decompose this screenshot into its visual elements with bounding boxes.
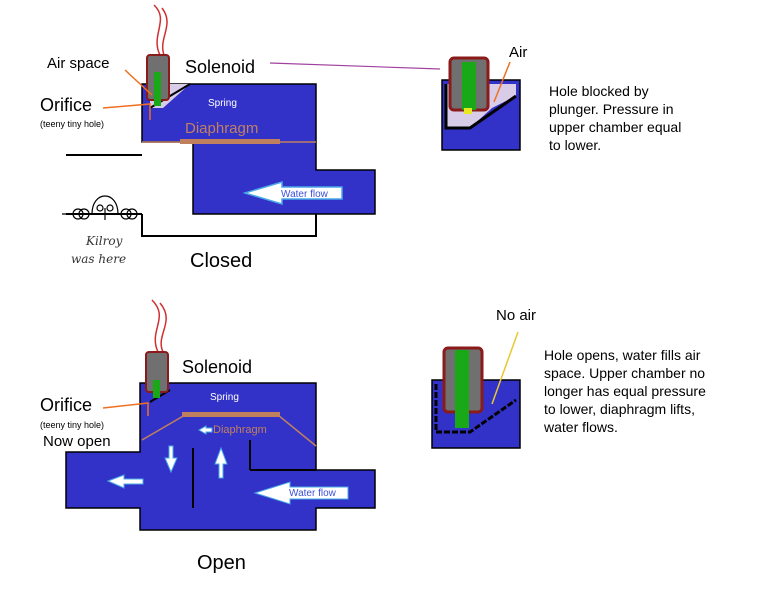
kilroy-text-1: Kilroy bbox=[85, 234, 123, 248]
detail-open-caption-3: longer has equal pressure bbox=[544, 383, 706, 399]
detail-open: No air Hole opens, water fills air space… bbox=[431, 307, 706, 449]
open-valve: Solenoid Orifice (teeny tiny hole) Now o… bbox=[40, 299, 376, 574]
open-diaphragm-label: Diaphragm bbox=[213, 424, 267, 436]
detail-closed: Air Hole blocked by plunger. Pressure in… bbox=[441, 44, 681, 153]
open-orifice-pointer bbox=[102, 402, 149, 416]
closed-valve: Air space Solenoid Orifice (teeny tiny h… bbox=[40, 4, 441, 272]
open-diaphragm-bar bbox=[182, 412, 280, 417]
open-spring-label: Spring bbox=[210, 392, 239, 403]
detail-open-caption-2: space. Upper chamber no bbox=[544, 365, 705, 381]
closed-water-flow-label: Water flow bbox=[281, 189, 329, 200]
detail-open-caption-1: Hole opens, water fills air bbox=[544, 347, 701, 363]
detail-closed-caption-3: upper chamber equal bbox=[549, 119, 681, 135]
closed-outlet-wall bbox=[141, 214, 317, 237]
air-label: Air bbox=[509, 44, 527, 61]
solenoid-detail-pointer bbox=[269, 62, 441, 70]
kilroy-doodle bbox=[62, 195, 140, 220]
detail-closed-caption-1: Hole blocked by bbox=[549, 83, 649, 99]
open-up-arrow-2 bbox=[197, 425, 213, 435]
closed-orifice-pointer bbox=[102, 103, 151, 120]
air-space-pointer bbox=[124, 69, 153, 96]
detail-open-caption-4: to lower, diaphragm lifts, bbox=[544, 401, 695, 417]
open-solenoid-label: Solenoid bbox=[182, 357, 252, 377]
air-space-label: Air space bbox=[47, 55, 110, 72]
open-solenoid bbox=[145, 299, 169, 398]
closed-solenoid bbox=[146, 4, 170, 106]
open-water-flow-arrow bbox=[253, 481, 349, 505]
open-outflow-arrow bbox=[106, 474, 144, 489]
open-up-arrow-1 bbox=[214, 446, 228, 479]
closed-orifice-label: Orifice bbox=[40, 95, 92, 115]
now-open-label: Now open bbox=[43, 433, 111, 450]
closed-diaphragm-label: Diaphragm bbox=[185, 120, 258, 137]
detail-open-caption-5: water flows. bbox=[543, 419, 618, 435]
detail-closed-caption-4: to lower. bbox=[549, 137, 601, 153]
closed-water-flow-arrow bbox=[242, 180, 343, 206]
closed-solenoid-label: Solenoid bbox=[185, 57, 255, 77]
closed-orifice-note: (teeny tiny hole) bbox=[40, 119, 104, 129]
detail-closed-caption-2: plunger. Pressure in bbox=[549, 101, 674, 117]
open-orifice-note: (teeny tiny hole) bbox=[40, 420, 104, 430]
closed-spring-label: Spring bbox=[208, 98, 237, 109]
open-down-arrow bbox=[164, 445, 178, 474]
kilroy-text-2: was here bbox=[71, 252, 126, 266]
open-flow-arrows bbox=[106, 425, 349, 505]
air-pointer bbox=[493, 61, 511, 103]
open-state-label: Open bbox=[197, 552, 246, 574]
no-air-label: No air bbox=[496, 307, 536, 324]
closed-state-label: Closed bbox=[190, 250, 252, 272]
open-orifice-label: Orifice bbox=[40, 395, 92, 415]
no-air-pointer bbox=[491, 331, 519, 405]
open-water-flow-label: Water flow bbox=[289, 488, 337, 499]
